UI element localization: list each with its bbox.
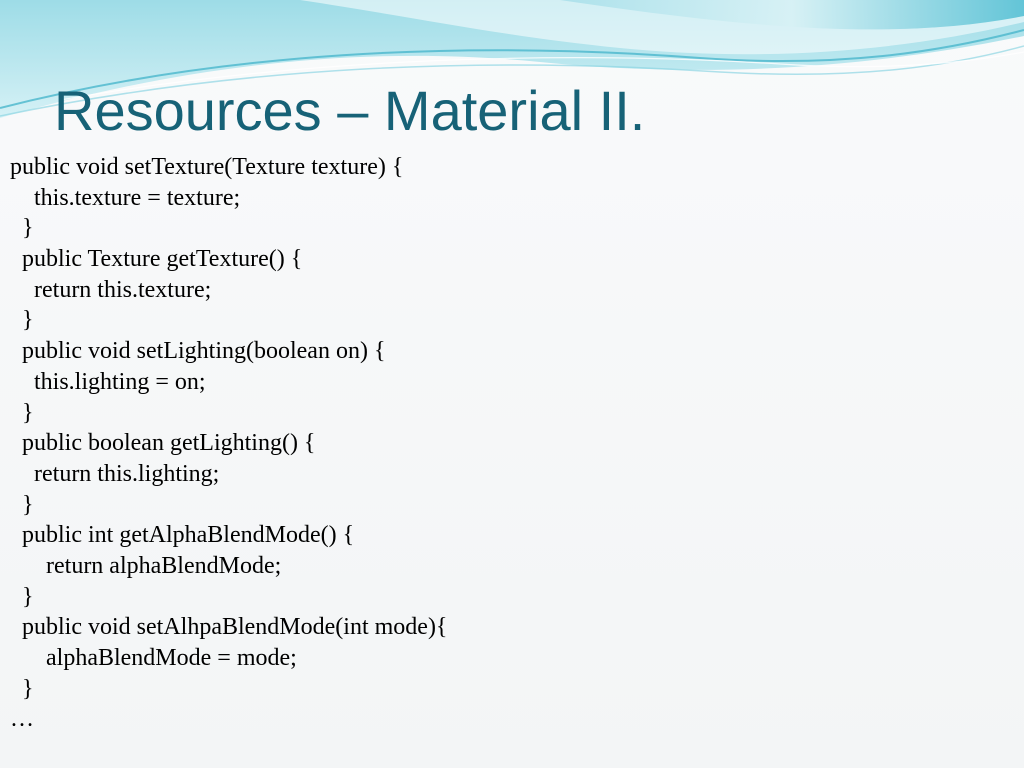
code-line: } bbox=[10, 583, 34, 610]
code-listing: public void setTexture(Texture texture) … bbox=[10, 152, 447, 735]
code-line: … bbox=[10, 706, 34, 733]
code-line: } bbox=[10, 399, 34, 426]
slide-title: Resources – Material II. bbox=[54, 79, 646, 142]
code-line: public void setLighting(boolean on) { bbox=[10, 338, 386, 365]
code-line: public void setAlhpaBlendMode(int mode){ bbox=[10, 614, 448, 641]
code-line: return this.texture; bbox=[10, 276, 212, 303]
code-line: this.texture = texture; bbox=[10, 184, 241, 211]
code-line: } bbox=[10, 491, 34, 518]
code-line: return this.lighting; bbox=[10, 460, 220, 487]
code-line: public void setTexture(Texture texture) … bbox=[10, 154, 404, 180]
code-line: this.lighting = on; bbox=[10, 368, 206, 395]
code-line: public int getAlphaBlendMode() { bbox=[10, 522, 355, 549]
code-line: } bbox=[10, 675, 34, 702]
code-line: public boolean getLighting() { bbox=[10, 430, 316, 457]
code-line: public Texture getTexture() { bbox=[10, 246, 303, 273]
code-line: return alphaBlendMode; bbox=[10, 552, 282, 579]
code-line: alphaBlendMode = mode; bbox=[10, 645, 297, 671]
code-line: } bbox=[10, 307, 34, 334]
code-line: } bbox=[10, 215, 34, 242]
decorative-wave-header bbox=[0, 0, 1024, 118]
